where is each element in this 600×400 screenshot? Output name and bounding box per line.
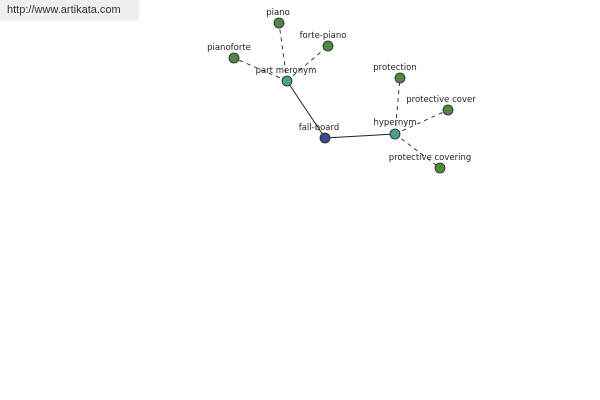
- node-dot-part-meronym[interactable]: [281, 75, 293, 87]
- node-label-protection: protection: [373, 63, 416, 73]
- node-label-forte-piano: forte-piano: [300, 31, 347, 41]
- node-dot-fall-board[interactable]: [319, 132, 331, 144]
- edge-part-meronym-to-piano: [278, 22, 288, 82]
- edge-part-meronym-to-pianoforte: [233, 57, 288, 82]
- node-label-protective-covering: protective covering: [389, 153, 472, 163]
- node-dot-piano[interactable]: [273, 17, 285, 29]
- node-label-hypernym: hypernym: [373, 118, 416, 128]
- edge-fall-board-to-hypernym: [324, 133, 396, 139]
- node-label-piano: piano: [266, 8, 290, 18]
- node-label-protective-cover: protective cover: [406, 95, 476, 105]
- node-label-fall-board: fall-board: [299, 123, 340, 133]
- node-part-meronym[interactable]: part meronym: [256, 66, 317, 87]
- node-pianoforte[interactable]: pianoforte: [207, 43, 251, 64]
- node-fall-board[interactable]: fall-board: [299, 123, 340, 144]
- node-dot-forte-piano[interactable]: [322, 40, 334, 52]
- node-hypernym[interactable]: hypernym: [373, 118, 417, 140]
- edge-hypernym-to-protective-covering: [394, 133, 441, 169]
- node-protective-cover[interactable]: protective cover: [406, 95, 476, 116]
- node-protective-covering[interactable]: protective covering: [389, 153, 472, 174]
- edge-part-meronym-to-forte-piano: [286, 45, 329, 82]
- edge-hypernym-to-protection: [394, 77, 401, 135]
- edges-layer: [233, 22, 449, 169]
- node-piano[interactable]: piano: [266, 8, 290, 29]
- node-label-pianoforte: pianoforte: [207, 43, 251, 53]
- node-dot-protection[interactable]: [394, 72, 406, 84]
- node-protection[interactable]: protection: [373, 63, 417, 84]
- artikata-source-link[interactable]: http://www.artikata.com: [0, 0, 139, 21]
- node-dot-protective-covering[interactable]: [434, 162, 446, 174]
- edge-fall-board-to-part-meronym: [286, 80, 326, 139]
- node-dot-pianoforte[interactable]: [228, 52, 240, 64]
- node-label-part-meronym: part meronym: [256, 66, 317, 76]
- node-dot-hypernym[interactable]: [389, 128, 401, 140]
- node-forte-piano[interactable]: forte-piano: [300, 31, 347, 52]
- node-dot-protective-cover[interactable]: [442, 104, 454, 116]
- edge-hypernym-to-protective-cover: [394, 109, 449, 135]
